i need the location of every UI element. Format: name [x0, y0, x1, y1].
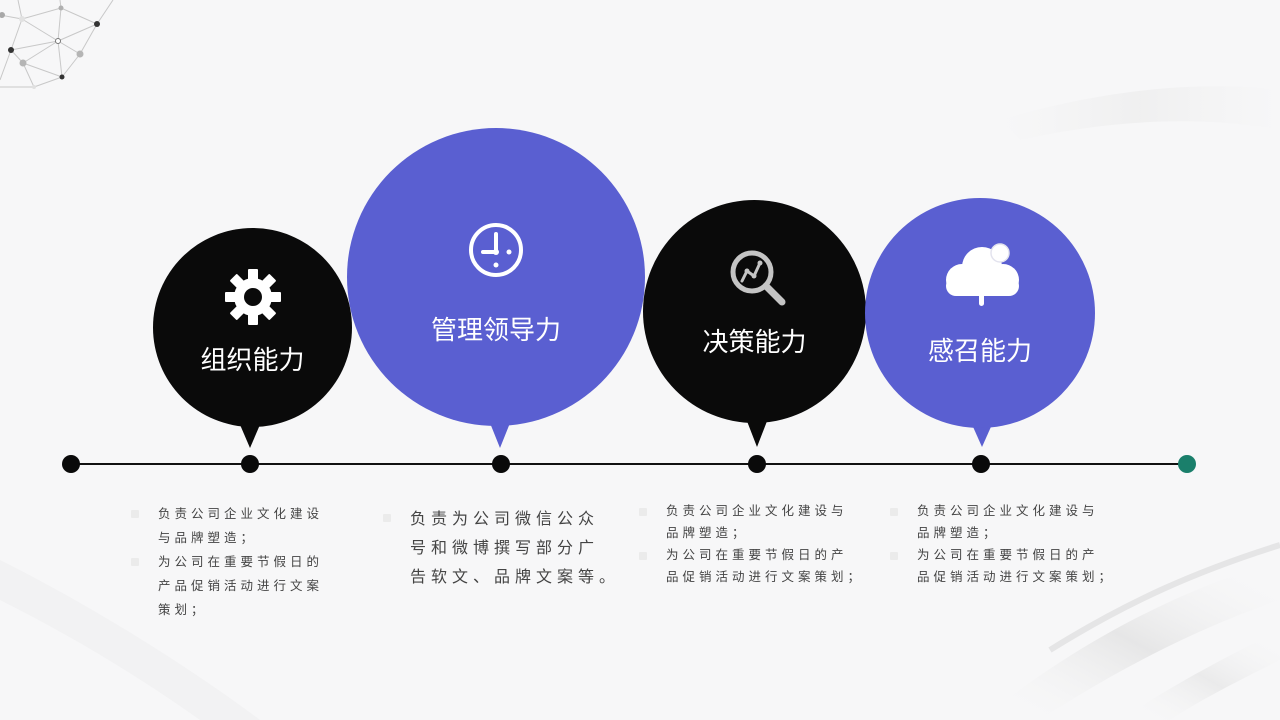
description-line: 品促销活动进行文案策划；	[917, 569, 1116, 584]
description-line: 策划；	[158, 602, 208, 617]
description-line: 产品促销活动进行文案	[158, 578, 324, 593]
timeline-node-influence	[972, 455, 990, 473]
bullet-marker	[131, 558, 139, 566]
description-line: 负责公司企业文化建设与	[917, 503, 1099, 518]
bubble-title-organization: 组织能力	[200, 346, 305, 376]
bullet-marker	[890, 508, 898, 516]
description-line: 为公司在重要节假日的产	[917, 547, 1099, 562]
magnifier-chart-icon	[728, 248, 790, 312]
description-organization: 负责公司企业文化建设 与品牌塑造； 为公司在重要节假日的 产品促销活动进行文案 …	[131, 502, 324, 622]
description-leadership: 负责为公司微信公众 号和微博撰写部分广 告软文、品牌文案等。	[383, 504, 621, 591]
clock-icon	[467, 221, 525, 283]
description-line: 品牌塑造；	[666, 525, 749, 540]
timeline-node-start	[62, 455, 80, 473]
description-line: 负责公司企业文化建设与	[666, 503, 848, 518]
bubble-title-decision: 决策能力	[702, 328, 807, 358]
gear-icon	[224, 268, 282, 330]
description-bullet-row: 负责为公司微信公众	[383, 504, 620, 533]
network-mesh-decoration	[0, 0, 114, 88]
bubble-title-leadership: 管理领导力	[430, 316, 561, 346]
timeline-node-organization	[241, 455, 259, 473]
description-line: 与品牌塑造；	[158, 530, 258, 545]
description-influence: 负责公司企业文化建设与 品牌塑造； 为公司在重要节假日的产 品促销活动进行文案策…	[890, 500, 1116, 588]
bubble-title-influence: 感召能力	[927, 337, 1032, 367]
bubble-decision: 决策能力	[643, 200, 866, 423]
bullet-marker	[383, 514, 391, 522]
description-line: 品牌塑造；	[917, 525, 1000, 540]
cloud-icon	[940, 240, 1024, 314]
description-line: 号和微博撰写部分广	[410, 538, 600, 557]
description-bullet-row: 为公司在重要节假日的	[131, 550, 324, 574]
bullet-marker	[131, 510, 139, 518]
timeline-node-decision	[748, 455, 766, 473]
description-line: 品促销活动进行文案策划；	[666, 569, 865, 584]
timeline-node-leadership	[492, 455, 510, 473]
description-bullet-row: 为公司在重要节假日的产	[639, 544, 864, 566]
description-decision: 负责公司企业文化建设与 品牌塑造； 为公司在重要节假日的产 品促销活动进行文案策…	[639, 500, 865, 588]
description-line: 为公司在重要节假日的产	[666, 547, 848, 562]
bullet-marker	[639, 552, 647, 560]
description-line: 告软文、品牌文案等。	[410, 567, 621, 586]
description-bullet-row: 负责公司企业文化建设与	[639, 500, 864, 522]
timeline-line	[71, 463, 1187, 465]
timeline-node-end	[1178, 455, 1196, 473]
description-line: 为公司在重要节假日的	[158, 554, 324, 569]
network-nodes-decoration	[0, 5, 100, 89]
description-line: 负责公司企业文化建设	[158, 506, 324, 521]
bullet-marker	[890, 552, 898, 560]
bubble-organization: 组织能力	[153, 228, 352, 427]
bullet-marker	[639, 508, 647, 516]
description-bullet-row: 负责公司企业文化建设与	[890, 500, 1115, 522]
description-bullet-row: 负责公司企业文化建设	[131, 502, 324, 526]
bubble-influence: 感召能力	[865, 198, 1095, 428]
description-bullet-row: 为公司在重要节假日的产	[890, 544, 1115, 566]
bubble-leadership: 管理领导力	[347, 128, 645, 426]
description-line: 负责为公司微信公众	[410, 509, 600, 528]
